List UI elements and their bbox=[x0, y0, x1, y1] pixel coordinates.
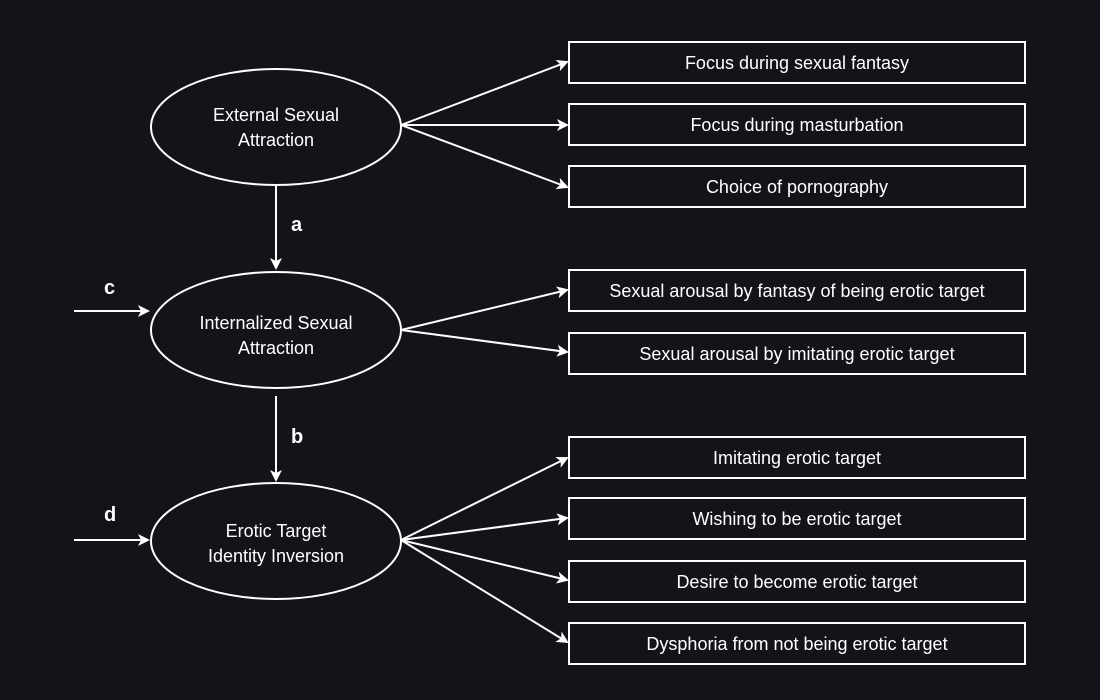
indicator-box bbox=[568, 622, 1026, 665]
indicator-label: Imitating erotic target bbox=[713, 448, 881, 468]
indicator-inversion-1: Imitating erotic target bbox=[568, 436, 1026, 479]
indicator-arrow-inversion-2 bbox=[400, 513, 569, 541]
indicator-label: Desire to become erotic target bbox=[676, 572, 917, 592]
latent-ellipse-external bbox=[150, 68, 402, 186]
indicator-arrow-inversion-1 bbox=[400, 457, 569, 541]
indicator-box bbox=[568, 269, 1026, 312]
indicator-external-2: Focus during masturbation bbox=[568, 103, 1026, 146]
latent-label-internalized-line2: Attraction bbox=[238, 338, 314, 358]
latent-label-inversion-line2: Identity Inversion bbox=[208, 546, 344, 566]
indicator-inversion-2: Wishing to be erotic target bbox=[568, 497, 1026, 540]
indicator-internalized-1: Sexual arousal by fantasy of being eroti… bbox=[568, 269, 1026, 312]
indicator-box bbox=[568, 165, 1026, 208]
indicator-box bbox=[568, 436, 1026, 479]
indicator-box bbox=[568, 103, 1026, 146]
indicator-label: Choice of pornography bbox=[706, 177, 888, 197]
indicator-label: Sexual arousal by fantasy of being eroti… bbox=[609, 281, 984, 301]
latent-erotic-target-identity-inversion: Erotic Target Identity Inversion bbox=[150, 482, 402, 600]
path-label-a: a bbox=[291, 214, 303, 236]
indicator-box bbox=[568, 497, 1026, 540]
latent-internalized-sexual-attraction: Internalized Sexual Attraction bbox=[150, 271, 402, 389]
indicator-arrow-external-3 bbox=[400, 124, 569, 190]
indicator-box bbox=[568, 41, 1026, 84]
indicator-arrow-internalized-1 bbox=[400, 286, 569, 331]
indicator-arrow-internalized-2 bbox=[400, 329, 569, 357]
indicator-label: Wishing to be erotic target bbox=[692, 509, 901, 529]
latent-external-sexual-attraction: External Sexual Attraction bbox=[150, 68, 402, 186]
indicator-arrow-inversion-4 bbox=[400, 539, 569, 644]
latent-label-external-line1: External Sexual bbox=[213, 105, 339, 125]
latent-label-internalized-line1: Internalized Sexual bbox=[199, 313, 352, 333]
latent-label-external-line2: Attraction bbox=[238, 130, 314, 150]
indicator-arrow-inversion-3 bbox=[400, 539, 569, 584]
indicator-box bbox=[568, 332, 1026, 375]
path-label-b: b bbox=[291, 426, 303, 448]
path-label-c: c bbox=[104, 277, 115, 299]
path-label-d: d bbox=[104, 504, 116, 526]
indicator-label: Focus during sexual fantasy bbox=[685, 53, 909, 73]
indicator-external-3: Choice of pornography bbox=[568, 165, 1026, 208]
indicator-inversion-3: Desire to become erotic target bbox=[568, 560, 1026, 603]
indicator-inversion-4: Dysphoria from not being erotic target bbox=[568, 622, 1026, 665]
latent-label-inversion-line1: Erotic Target bbox=[226, 521, 327, 541]
indicator-arrow-external-1 bbox=[400, 59, 569, 126]
indicator-box bbox=[568, 560, 1026, 603]
indicator-external-1: Focus during sexual fantasy bbox=[568, 41, 1026, 84]
indicator-internalized-2: Sexual arousal by imitating erotic targe… bbox=[568, 332, 1026, 375]
latent-ellipse-inversion bbox=[150, 482, 402, 600]
indicator-label: Sexual arousal by imitating erotic targe… bbox=[639, 344, 954, 364]
indicator-label: Dysphoria from not being erotic target bbox=[646, 634, 947, 654]
indicator-label: Focus during masturbation bbox=[690, 115, 903, 135]
